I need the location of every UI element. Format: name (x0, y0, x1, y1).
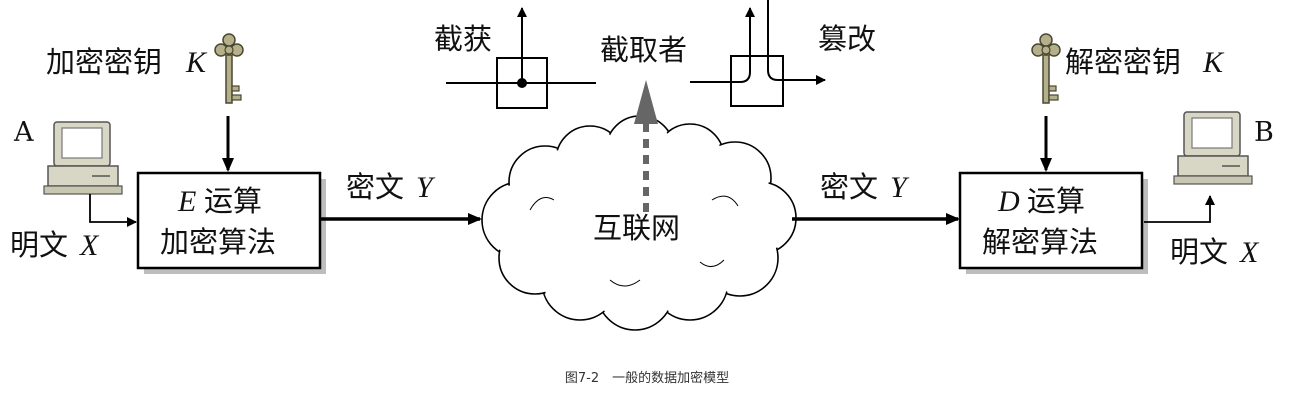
figure-caption: 图7-2 一般的数据加密模型 (565, 370, 729, 386)
decrypt-box-var: D (997, 185, 1020, 218)
encrypt-box-line1: 运算 (204, 184, 262, 218)
ciphertext-left-label: 密文 (346, 170, 404, 204)
plaintext-in-label: 明文 (10, 228, 68, 262)
tamper-symbol (690, 0, 826, 107)
cloud-icon (481, 115, 797, 331)
decrypt-box-line2: 解密算法 (982, 225, 1098, 259)
encryption-box: E 运算 加密算法 (136, 171, 326, 274)
plaintext-out-var: X (1239, 236, 1260, 269)
plaintext-in-arrow (89, 194, 137, 227)
plaintext-out-arrow (1144, 195, 1215, 223)
ciphertext-left-var: Y (416, 171, 436, 204)
plaintext-out-label: 明文 (1170, 235, 1228, 269)
interceptor-arrow-head (634, 80, 658, 124)
decryption-key-var: K (1202, 46, 1225, 79)
interceptor-label: 截取者 (600, 33, 687, 67)
encryption-key-icon (214, 33, 244, 104)
internet-label: 互联网 (593, 211, 680, 245)
decryption-box: D 运算 解密算法 (958, 171, 1148, 274)
sender-label: A (13, 117, 34, 148)
intercept-symbol (446, 7, 596, 109)
tamper-label: 篡改 (818, 22, 876, 56)
ciphertext-right-var: Y (890, 171, 910, 204)
encrypt-box-line2: 加密算法 (160, 225, 276, 259)
decryption-key-icon (1031, 33, 1061, 104)
receiver-label: B (1254, 117, 1274, 148)
encryption-key-label: 加密密钥 (46, 45, 162, 79)
computer-b-icon (1173, 111, 1253, 185)
decrypt-box-line1: 运算 (1027, 184, 1085, 218)
encrypt-box-var: E (177, 185, 196, 218)
decryption-key-label: 解密密钥 (1065, 45, 1181, 79)
plaintext-in-var: X (79, 229, 100, 262)
intercept-label: 截获 (434, 22, 492, 56)
ciphertext-right-label: 密文 (820, 170, 878, 204)
encryption-key-var: K (185, 46, 208, 79)
computer-a-icon (43, 121, 123, 195)
